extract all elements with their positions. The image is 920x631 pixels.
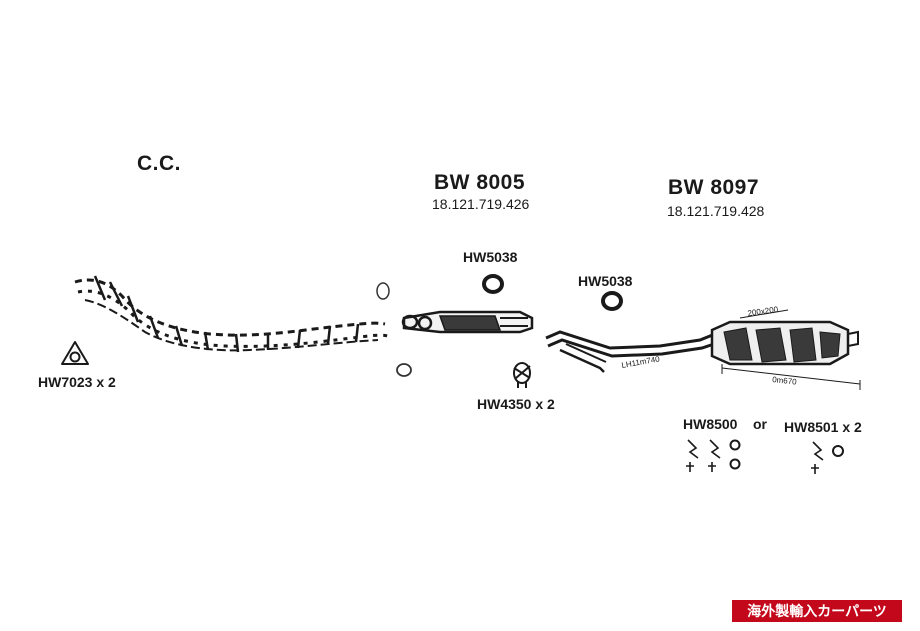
pipe-clamp-icon xyxy=(513,362,531,388)
rear-muffler-oe-number: 18.121.719.428 xyxy=(667,203,765,219)
hw7023-label: HW7023 x 2 xyxy=(38,374,116,390)
cc-title: C.C. xyxy=(137,152,181,175)
hw8501-label: HW8501 x 2 xyxy=(784,419,862,435)
rear-muffler-code: BW 8097 xyxy=(668,176,760,199)
hw5038-label-a: HW5038 xyxy=(463,249,518,265)
hw8500-label: HW8500 xyxy=(683,416,738,432)
box-size-dimension: 200x200 xyxy=(747,305,779,318)
center-muffler-oe-number: 18.121.719.426 xyxy=(432,196,530,212)
rubber-hanger-icon xyxy=(482,274,504,294)
hanger-bracket-icons xyxy=(686,439,844,474)
center-muffler-code: BW 8005 xyxy=(434,171,526,194)
import-parts-badge: 海外製輸入カーパーツ xyxy=(732,600,902,622)
front-pipe-drawing xyxy=(74,275,389,353)
triangle-gasket-icon xyxy=(61,341,89,365)
or-label: or xyxy=(753,416,767,432)
gasket-ring-icon xyxy=(376,282,390,300)
hw4350-label: HW4350 x 2 xyxy=(477,396,555,412)
box-length-dimension: 0m670 xyxy=(772,375,798,387)
rear-muffler-drawing xyxy=(545,309,861,390)
hw5038-label-b: HW5038 xyxy=(578,273,633,289)
center-muffler-drawing xyxy=(401,310,534,334)
clamp-ring-icon xyxy=(396,363,412,377)
rubber-hanger-icon xyxy=(601,291,623,311)
